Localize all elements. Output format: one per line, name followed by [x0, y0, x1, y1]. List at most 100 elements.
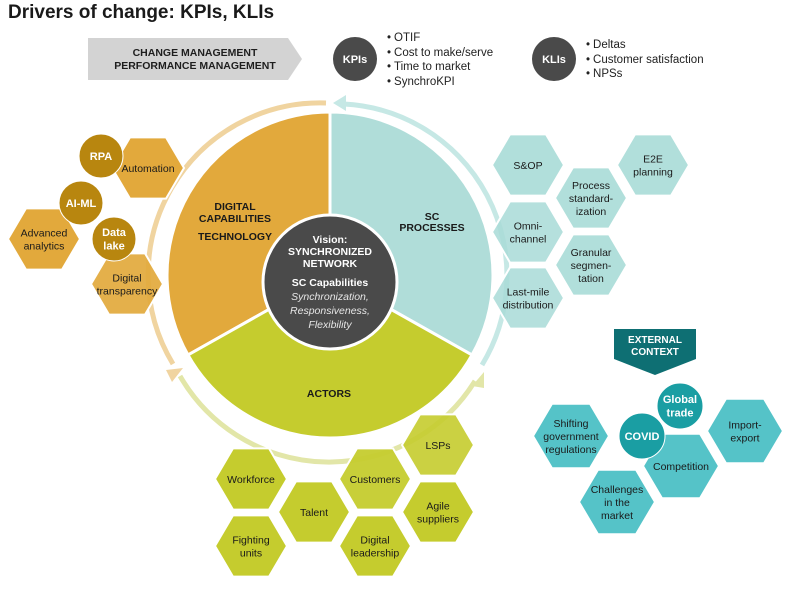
node-label-line: trade: [667, 408, 694, 420]
capability-responsiveness: Responsiveness,: [290, 305, 370, 317]
hex-sop: S&OP: [490, 133, 566, 197]
node-label-line: Digital: [112, 272, 141, 284]
page-title: Drivers of change: KPIs, KLIs: [8, 2, 275, 23]
sc-processes-label-2: PROCESSES: [399, 222, 464, 234]
node-label-line: S&OP: [513, 160, 542, 172]
banner-line-1: CHANGE MANAGEMENT: [133, 47, 258, 59]
node-label-line: suppliers: [417, 513, 459, 525]
kpis-label: KPIs: [343, 54, 367, 66]
node-label-line: Shifting: [553, 418, 588, 430]
circle-rpa: RPA: [78, 133, 124, 179]
hex-lsps: LSPs: [400, 413, 476, 477]
vision-line-1: Vision:: [313, 234, 348, 246]
node-label-line: planning: [633, 166, 673, 178]
digital-capabilities-label-2: CAPABILITIES: [199, 213, 271, 225]
node-label-line: Talent: [300, 507, 328, 519]
external-context-line-1: EXTERNAL: [628, 335, 682, 346]
node-label-line: Process: [572, 180, 610, 192]
hex-competition: Competition: [641, 432, 721, 500]
change-management-banner: CHANGE MANAGEMENT PERFORMANCE MANAGEMENT: [88, 38, 302, 80]
node-label-line: tation: [578, 273, 604, 285]
node-label-line: Workforce: [227, 474, 275, 486]
arrow-head-digital: [166, 368, 183, 382]
hex-omni-channel: Omni-channel: [490, 200, 566, 264]
kpis-badge: KPIs: [333, 37, 377, 81]
sc-capabilities-title: SC Capabilities: [292, 277, 369, 289]
kli-item: Customer satisfaction: [586, 53, 704, 68]
digital-capabilities-label-1: DIGITAL: [214, 201, 256, 213]
node-label-line: Agile: [426, 500, 450, 512]
node-label-line: government: [543, 431, 599, 443]
node-label-line: Data: [102, 227, 127, 239]
node-label-line: Omni-: [514, 220, 543, 232]
node-label-line: market: [601, 510, 633, 522]
klis-label: KLIs: [542, 54, 566, 66]
node-label-line: lake: [103, 241, 124, 253]
vision-center-circle: [261, 213, 399, 351]
kpi-item: SynchroKPI: [387, 75, 493, 90]
node-label-line: Fighting: [232, 534, 270, 546]
hex-workforce: Workforce: [213, 447, 289, 511]
banner-line-2: PERFORMANCE MANAGEMENT: [114, 60, 276, 72]
arrow-arc-processes: [343, 101, 510, 367]
node-label-line: standard-: [569, 193, 614, 205]
segment-actors: [185, 273, 475, 440]
node-label-line: Last-mile: [507, 286, 550, 298]
arrow-head-actors: [472, 372, 484, 388]
hex-customers: Customers: [337, 447, 413, 511]
actors-label: ACTORS: [307, 388, 351, 400]
external-context-header: EXTERNAL CONTEXT: [614, 329, 696, 375]
node-label-line: LSPs: [425, 440, 450, 452]
node-label-line: Advanced: [21, 227, 68, 239]
node-label-line: units: [240, 547, 262, 559]
kpi-item: Time to market: [387, 60, 493, 75]
node-label-line: ization: [576, 206, 607, 218]
vision-line-2: SYNCHRONIZED: [288, 246, 372, 258]
circle-ai-ml: AI-ML: [58, 180, 104, 226]
node-label-line: Customers: [350, 474, 401, 486]
hex-talent: Talent: [276, 480, 352, 544]
node-label-line: AI-ML: [66, 198, 97, 210]
node-label-line: leadership: [351, 547, 400, 559]
node-label-line: in the: [604, 497, 630, 509]
circle-covid: COVID: [618, 412, 666, 460]
node-label-line: transparency: [97, 285, 158, 297]
node-label-line: distribution: [503, 299, 554, 311]
node-label-line: export: [730, 432, 759, 444]
capability-synchronization: Synchronization,: [291, 291, 369, 303]
node-label-line: Digital: [360, 534, 389, 546]
kpi-list: OTIF Cost to make/serve Time to market S…: [387, 31, 493, 89]
node-label-line: Competition: [653, 461, 709, 473]
capability-wheel: DIGITAL CAPABILITIES TECHNOLOGY SC PROCE…: [165, 110, 495, 440]
hex-automation: Automation: [110, 136, 186, 200]
node-label-line: Automation: [121, 163, 174, 175]
node-label-line: channel: [510, 233, 547, 245]
external-context-line-2: CONTEXT: [631, 347, 679, 358]
sc-processes-label-1: SC: [425, 211, 440, 223]
vision-line-3: NETWORK: [303, 258, 358, 270]
kpi-item: OTIF: [387, 31, 493, 46]
capability-flexibility: Flexibility: [308, 319, 352, 331]
kli-item: NPSs: [586, 67, 704, 82]
node-label-line: RPA: [90, 151, 112, 163]
kli-item: Deltas: [586, 38, 704, 53]
node-label-line: Challenges: [591, 484, 644, 496]
kli-list: Deltas Customer satisfaction NPSs: [586, 38, 704, 82]
node-label-line: E2E: [643, 153, 663, 165]
kpi-item: Cost to make/serve: [387, 46, 493, 61]
hex-import-export: Import-export: [705, 397, 785, 465]
node-label-line: Import-: [728, 419, 762, 431]
klis-badge: KLIs: [532, 37, 576, 81]
